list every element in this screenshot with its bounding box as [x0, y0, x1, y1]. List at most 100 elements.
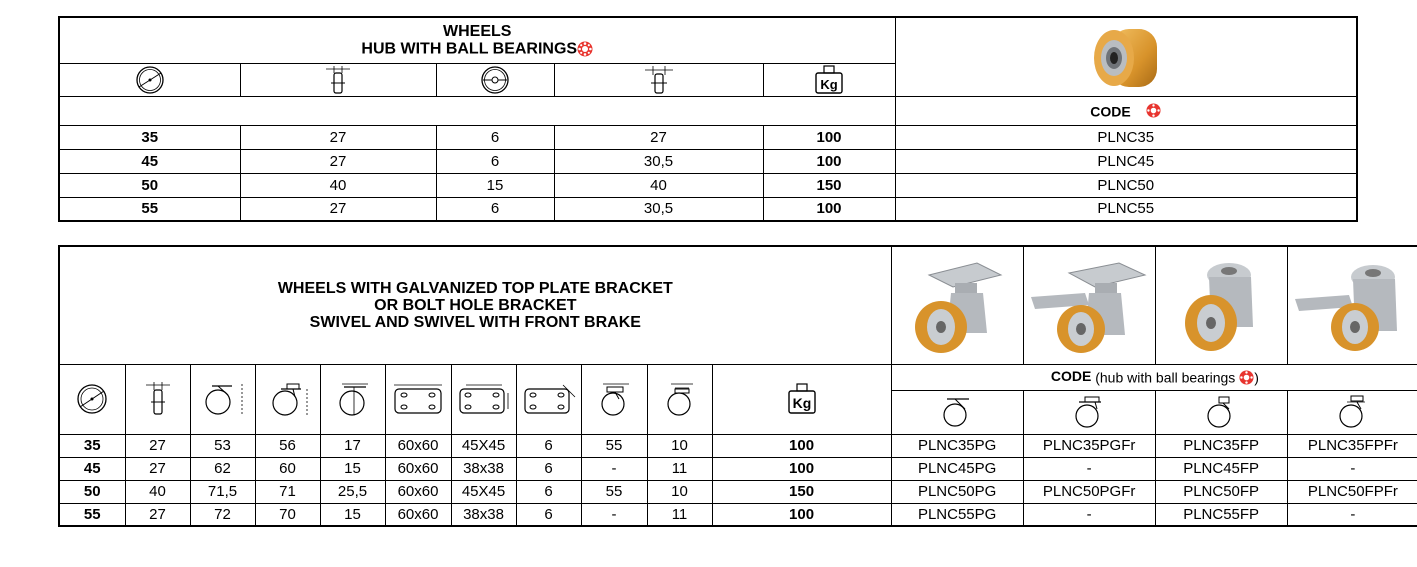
cell-code: PLNC50: [894, 172, 1358, 198]
cell-load: 100: [762, 196, 896, 222]
h-load: Kg: [711, 363, 892, 435]
code-note-end: ): [1254, 369, 1259, 386]
spec-cell: -: [580, 502, 648, 527]
spec-cell: 55: [580, 479, 648, 504]
code-cell: PLNC35PG: [890, 433, 1024, 458]
code-icon-plate-brake: [1022, 389, 1156, 435]
code-label: CODE: [1090, 102, 1131, 119]
photo-bolt-hole: [1154, 245, 1288, 365]
wheel-photo-cell: [894, 16, 1358, 96]
code-cell: PLNC55FP: [1154, 502, 1288, 527]
cell-w: 27: [239, 148, 437, 174]
cell-load: 150: [762, 172, 896, 198]
h-bolt-hole-height: [580, 363, 648, 435]
spec-cell: 45X45: [450, 433, 517, 458]
spec-cell: 71,5: [189, 479, 256, 504]
spec-cell: 38x38: [450, 456, 517, 481]
wheels-bracket-table: WHEELS WITH GALVANIZED TOP PLATE BRACKET…: [58, 245, 1417, 527]
spec-cell: 100: [711, 433, 892, 458]
load-header: Kg: [762, 63, 896, 97]
h-offset: [319, 363, 386, 435]
cell-axle: 6: [435, 196, 555, 222]
bolt-spacing-icon: [452, 381, 515, 417]
spec-cell: 6: [515, 502, 582, 527]
code-label: CODE: [1050, 368, 1092, 385]
bolt-hole-width-icon: [648, 381, 711, 417]
wheels-table: WHEELS HUB WITH BALL BEARINGS: [58, 16, 1358, 222]
swivel-plate-icon: [892, 395, 1022, 429]
spec-cell: 72: [189, 502, 256, 527]
ball-bearing-icon: [1239, 370, 1254, 385]
code-icon-bolt-brake: [1286, 389, 1417, 435]
code-cell: PLNC50FPFr: [1286, 479, 1417, 504]
spec-cell: 60x60: [384, 479, 452, 504]
swivel-plate-brake-icon: [1024, 395, 1154, 429]
wheels-title-line2: HUB WITH BALL BEARINGS: [361, 40, 578, 58]
cell-d: 50: [58, 172, 241, 198]
hub-length-header: [553, 63, 764, 97]
spec-cell: 15: [319, 456, 386, 481]
plate-size-icon: [386, 381, 450, 417]
code-cell: PLNC55PG: [890, 502, 1024, 527]
photo-plate-swivel-brake: [1022, 245, 1156, 365]
code-header-2: CODE (hub with ball bearings ): [890, 363, 1417, 391]
spec-cell: 17: [319, 433, 386, 458]
h-wheel-width: [124, 363, 191, 435]
wheel-width-icon: [241, 65, 435, 95]
polyurethane-wheel-image: [896, 21, 1356, 93]
h-wheel-diameter: [58, 363, 126, 435]
cell-hub: 30,5: [553, 148, 764, 174]
kg-label: Kg: [820, 77, 837, 92]
cell-w: 27: [239, 124, 437, 150]
bracket-title-line2: OR BOLT HOLE BRACKET: [374, 296, 577, 314]
code-header: CODE: [894, 95, 1358, 126]
h-bolt-spacing: [450, 363, 517, 435]
spec-cell: 38x38: [450, 502, 517, 527]
bracket-title-line3: SWIVEL AND SWIVEL WITH FRONT BRAKE: [309, 313, 641, 331]
cell-hub: 40: [553, 172, 764, 198]
cell-w: 40: [239, 172, 437, 198]
spec-cell: 70: [254, 502, 321, 527]
spec-cell: 11: [646, 502, 713, 527]
spec-cell: 100: [711, 456, 892, 481]
spec-cell: 55: [580, 433, 648, 458]
spec-cell: 60x60: [384, 456, 452, 481]
wheel-diameter-header: [58, 63, 241, 97]
spec-cell: 150: [711, 479, 892, 504]
code-cell: PLNC35FP: [1154, 433, 1288, 458]
kg-label: Kg: [792, 395, 811, 411]
cell-d: 45: [58, 148, 241, 174]
wheels-title: WHEELS HUB WITH BALL BEARINGS: [58, 16, 896, 65]
wheel-width-icon: [126, 381, 189, 417]
cell-hub: 30,5: [553, 196, 764, 222]
plate-swivel-brake-caster-image: [1024, 253, 1154, 357]
cell-code: PLNC55: [894, 196, 1358, 222]
cell-load: 100: [762, 124, 896, 150]
spec-cell: 6: [515, 456, 582, 481]
spec-cell: 40: [124, 479, 191, 504]
cell-axle: 6: [435, 124, 555, 150]
spec-cell: 55: [58, 502, 126, 527]
cell-load: 100: [762, 148, 896, 174]
cell-code: PLNC45: [894, 148, 1358, 174]
cell-d: 35: [58, 124, 241, 150]
h-bolt-hole: [515, 363, 582, 435]
code-cell: PLNC50FP: [1154, 479, 1288, 504]
wheel-diameter-icon: [60, 383, 124, 415]
offset-icon: [321, 381, 384, 417]
spec-cell: 45X45: [450, 479, 517, 504]
code-cell: -: [1022, 502, 1156, 527]
load-weight-icon: Kg: [713, 383, 890, 415]
axle-hole-header: [435, 63, 555, 97]
spec-cell: 100: [711, 502, 892, 527]
code-cell: PLNC45PG: [890, 456, 1024, 481]
cell-axle: 15: [435, 172, 555, 198]
h-height: [254, 363, 321, 435]
bolt-hole-height-icon: [582, 381, 646, 417]
